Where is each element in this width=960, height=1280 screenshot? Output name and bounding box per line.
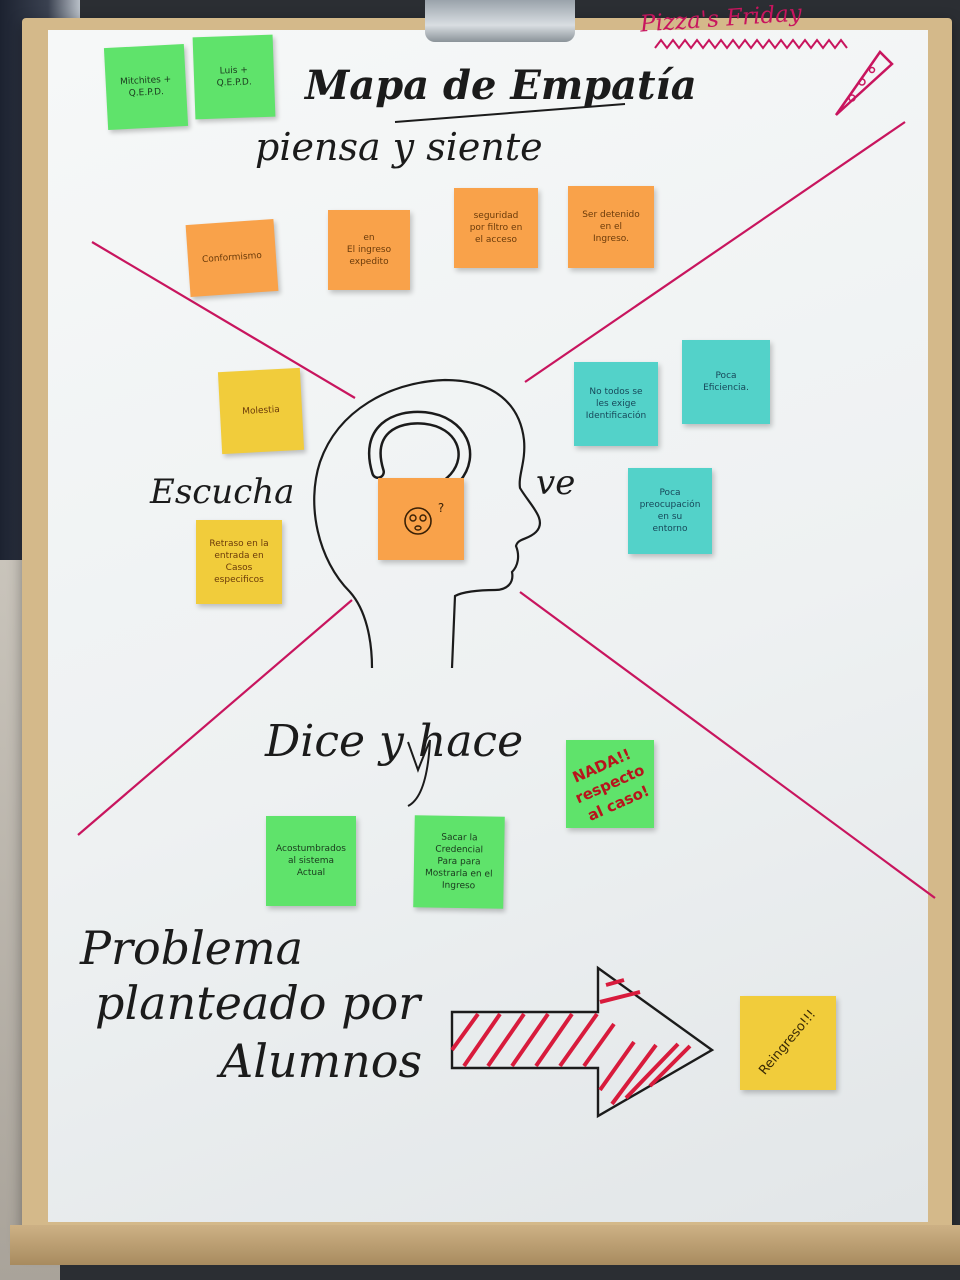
problem-line-2: planteado por xyxy=(95,976,421,1030)
sticky-note-thinks-1: Conformismo xyxy=(185,219,279,297)
center-question-mark: ? xyxy=(437,500,445,515)
sticky-note-text: No todos se les exige Identificación xyxy=(585,386,647,422)
sticky-note-says-1: NADA!! respecto al caso! xyxy=(566,740,654,828)
heading-sees: ve xyxy=(536,463,576,503)
sticky-note-text: Luis + Q.E.P.D. xyxy=(216,65,252,89)
sticky-note-text: NADA!! respecto al caso! xyxy=(569,744,652,824)
sticky-note-problem: Reingreso!!! xyxy=(740,996,836,1090)
heading-hears: Escucha xyxy=(150,472,295,512)
problem-line-1: Problema xyxy=(80,921,304,975)
sticky-note-text: Mitchites + Q.E.P.D. xyxy=(119,74,172,99)
sticky-note-says-3: Sacar la Credencial Para para Mostrarla … xyxy=(413,815,505,909)
sticky-note-text: Reingreso!!! xyxy=(756,1007,820,1079)
sticky-note-text: Molestia xyxy=(241,404,280,417)
marker-tray xyxy=(10,1225,960,1265)
heading-says: Dice y hace xyxy=(265,716,524,767)
sticky-note-thinks-3: seguridad por filtro en el acceso xyxy=(454,188,538,268)
sticky-note-text: en El ingreso expedito xyxy=(346,232,392,268)
sticky-note-sees-2: Poca Eficiencia. xyxy=(682,340,770,424)
sticky-note-text: Sacar la Credencial Para para Mostrarla … xyxy=(424,832,493,892)
sticky-note-says-2: Acostumbrados al sistema Actual xyxy=(266,816,356,906)
heading-thinks: piensa y siente xyxy=(255,125,543,169)
sticky-note-thinks-4: Ser detenido en el Ingreso. xyxy=(568,186,654,268)
confused-face-icon xyxy=(404,507,432,535)
sticky-note-center: ? xyxy=(378,478,464,560)
sticky-note-text: Conformismo xyxy=(201,250,263,266)
sticky-note-text: Poca Eficiencia. xyxy=(703,370,749,393)
board-title: Mapa de Empatía xyxy=(305,62,697,109)
sticky-note-text: Retraso en la entrada en Casos especific… xyxy=(209,538,269,586)
sticky-note-sees-1: No todos se les exige Identificación xyxy=(574,362,658,446)
sticky-note-thinks-2: en El ingreso expedito xyxy=(328,210,410,290)
board-clip xyxy=(425,0,575,42)
sticky-note-text: Acostumbrados al sistema Actual xyxy=(276,843,346,879)
sticky-note-hears-1: Molestia xyxy=(217,367,305,455)
sticky-note-text: Ser detenido en el Ingreso. xyxy=(582,209,640,245)
sticky-note-hears-2: Retraso en la entrada en Casos especific… xyxy=(196,520,282,604)
sticky-note-text: seguridad por filtro en el acceso xyxy=(469,210,523,246)
sticky-note-sees-3: Poca preocupación en su entorno xyxy=(628,468,712,554)
sticky-note-memorial-2: Luis + Q.E.P.D. xyxy=(192,34,276,120)
problem-line-3: Alumnos xyxy=(220,1034,423,1088)
sticky-note-memorial-1: Mitchites + Q.E.P.D. xyxy=(103,43,189,131)
sticky-note-text: Poca preocupación en su entorno xyxy=(639,487,701,535)
